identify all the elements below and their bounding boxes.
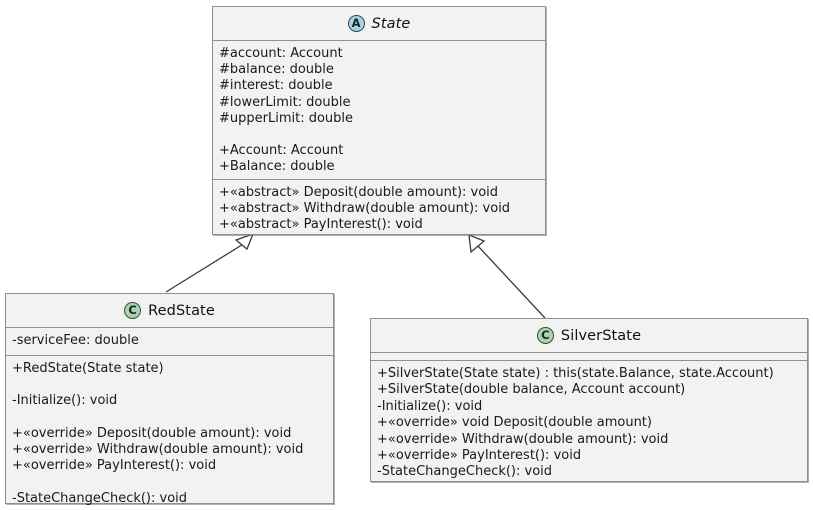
method-row: +«abstract» PayInterest(): void <box>219 217 423 233</box>
class-box-state[interactable]: A State #account: Account #balance: doub… <box>212 6 546 235</box>
attribute-row: #upperLimit: double <box>219 110 354 126</box>
attribute-row: -serviceFee: double <box>12 333 139 348</box>
method-row: +«abstract» Deposit(double amount): void <box>219 185 499 200</box>
class-box-redstate[interactable]: C RedState -serviceFee: double +RedState… <box>5 293 334 506</box>
method-spacer <box>12 410 327 426</box>
method-row: +«override» PayInterest(): void <box>12 458 217 474</box>
method-row: -Initialize(): void <box>377 398 483 414</box>
class-header-silverstate: C SilverState <box>371 319 807 353</box>
attribute-row: +Balance: double <box>219 159 335 175</box>
method-row: -StateChangeCheck(): void <box>377 464 553 480</box>
attribute-row: +Account: Account <box>219 143 344 159</box>
method-row: +«override» Deposit(double amount): void <box>12 425 292 441</box>
method-row: +«abstract» Withdraw(double amount): voi… <box>219 201 511 217</box>
method-row: -Initialize(): void <box>12 393 118 409</box>
attributes-compartment-redstate: -serviceFee: double <box>6 328 333 355</box>
attribute-row: #balance: double <box>219 62 334 78</box>
class-title-redstate: RedState <box>148 302 215 319</box>
abstract-class-icon: A <box>347 15 365 32</box>
class-title-state: State <box>371 15 411 32</box>
attribute-row: #account: Account <box>219 46 343 61</box>
attribute-row: #lowerLimit: double <box>219 94 351 110</box>
attribute-row: #interest: double <box>219 78 333 94</box>
class-header-state: A State <box>213 7 545 41</box>
method-row: -StateChangeCheck(): void <box>12 490 188 506</box>
method-row: +RedState(State state) <box>12 361 164 376</box>
methods-compartment-redstate: +RedState(State state) -Initialize(): vo… <box>6 355 333 506</box>
class-icon: C <box>536 327 554 344</box>
attributes-compartment-state: #account: Account #balance: double #inte… <box>213 41 545 179</box>
class-title-silverstate: SilverState <box>560 327 642 344</box>
method-row: +«override» void Deposit(double amount) <box>377 415 652 431</box>
class-box-silverstate[interactable]: C SilverState +SilverState(State state) … <box>370 318 808 482</box>
method-row: +«override» Withdraw(double amount): voi… <box>377 431 669 447</box>
method-row: +SilverState(double balance, Account acc… <box>377 382 686 398</box>
class-header-redstate: C RedState <box>6 294 333 328</box>
attributes-compartment-silverstate <box>371 353 807 360</box>
method-row: +«override» Withdraw(double amount): voi… <box>12 441 304 457</box>
class-icon: C <box>124 302 142 319</box>
generalization-silverstate-to-state <box>468 233 546 319</box>
attribute-spacer <box>219 127 539 143</box>
methods-compartment-state: +«abstract» Deposit(double amount): void… <box>213 179 545 234</box>
method-spacer <box>12 377 327 393</box>
method-row: +«override» PayInterest(): void <box>377 448 582 464</box>
methods-compartment-silverstate: +SilverState(State state) : this(state.B… <box>371 360 807 481</box>
generalization-redstate-to-state <box>165 232 255 293</box>
method-row: +SilverState(State state) : this(state.B… <box>377 366 774 381</box>
method-spacer <box>12 474 327 490</box>
